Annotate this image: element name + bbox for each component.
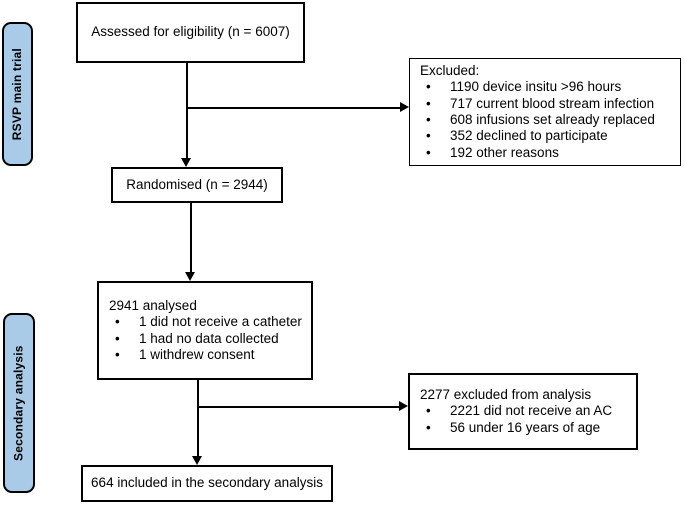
arrowhead-down-included (192, 456, 202, 465)
box-excluded-secondary-title: 2277 excluded from analysis (420, 387, 592, 403)
bullet-icon: • (426, 403, 431, 419)
bullet-icon: • (426, 112, 431, 127)
box-analysed-title: 2941 analysed (109, 297, 197, 313)
connector-assessed-to-randomised (186, 63, 188, 158)
list-item-text: 2221 did not receive an AC (450, 403, 613, 419)
box-assessed-text: Assessed for eligibility (n = 6007) (91, 24, 290, 40)
box-randomised: Randomised (n = 2944) (111, 167, 283, 203)
list-item: • 56 under 16 years of age (420, 420, 632, 436)
list-item: • 608 infusions set already replaced (420, 112, 676, 128)
bullet-icon: • (115, 346, 120, 362)
box-included-text: 664 included in the secondary analysis (91, 475, 323, 491)
arrowhead-right-excluded (400, 102, 409, 112)
side-label-rsvp-main-trial: RSVP main trial (2, 22, 33, 166)
connector-randomised-to-analysed (190, 203, 192, 272)
list-item-text: 1 withdrew consent (139, 346, 255, 362)
list-item: • 1 had no data collected (109, 331, 307, 347)
box-excluded-title: Excluded: (420, 63, 480, 79)
bullet-icon: • (426, 95, 431, 111)
box-assessed-eligibility: Assessed for eligibility (n = 6007) (76, 2, 305, 63)
list-item-text: 56 under 16 years of age (450, 419, 601, 435)
side-label-rsvp-text: RSVP main trial (10, 47, 25, 141)
box-included-secondary: 664 included in the secondary analysis (81, 465, 333, 502)
list-item-text: 608 infusions set already replaced (450, 112, 655, 127)
side-label-secondary-text: Secondary analysis (11, 345, 26, 461)
list-item-text: 1 did not receive a catheter (139, 314, 302, 330)
list-item-text: 1 had no data collected (139, 330, 279, 346)
list-item-text: 717 current blood stream infection (450, 95, 655, 111)
bullet-icon: • (426, 128, 431, 144)
list-item: • 1 withdrew consent (109, 347, 307, 363)
list-item-text: 192 other reasons (450, 144, 559, 160)
box-excluded-secondary: 2277 excluded from analysis • 2221 did n… (408, 373, 638, 450)
side-label-secondary-analysis: Secondary analysis (3, 313, 35, 493)
list-item: • 2221 did not receive an AC (420, 403, 632, 419)
bullet-icon: • (426, 79, 431, 95)
list-item-text: 352 declined to participate (450, 128, 608, 144)
box-excluded-main: Excluded: • 1190 device insitu >96 hours… (409, 58, 681, 166)
box-randomised-text: Randomised (n = 2944) (126, 176, 268, 192)
list-item: • 352 declined to participate (420, 128, 676, 144)
arrowhead-down-analysed (185, 272, 195, 281)
connector-branch-to-excluded (186, 107, 400, 109)
box-analysed: 2941 analysed • 1 did not receive a cath… (97, 281, 313, 380)
bullet-icon: • (426, 144, 431, 160)
list-item: • 717 current blood stream infection (420, 96, 676, 112)
list-item: • 192 other reasons (420, 145, 676, 161)
arrowhead-down-randomised (181, 158, 191, 167)
list-item-text: 1190 device insitu >96 hours (450, 79, 622, 95)
connector-branch-to-excluded-secondary (197, 406, 399, 408)
bullet-icon: • (426, 419, 431, 435)
connector-analysed-to-included (197, 379, 199, 456)
bullet-icon: • (115, 330, 120, 346)
arrowhead-right-excluded-secondary (399, 401, 408, 411)
list-item: • 1190 device insitu >96 hours (420, 79, 676, 95)
bullet-icon: • (115, 314, 120, 330)
list-item: • 1 did not receive a catheter (109, 314, 307, 330)
